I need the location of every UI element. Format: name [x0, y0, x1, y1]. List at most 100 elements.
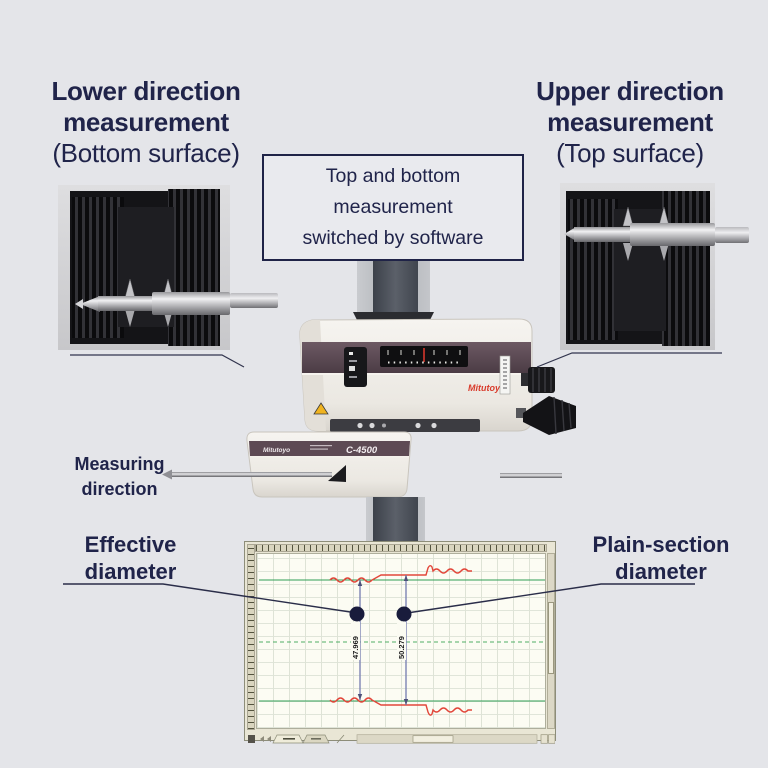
plain-line2: diameter — [615, 559, 707, 584]
knob-shaft-lower — [516, 408, 526, 418]
heading-upper-line3: (Top surface) — [556, 138, 704, 168]
chart-left-ruler — [247, 544, 255, 730]
software-note-box: Top and bottom measurement switched by s… — [262, 154, 524, 261]
side-label-marks — [503, 359, 507, 389]
warning-icon — [313, 402, 329, 415]
chart-plot-svg: 47.969 50.279 — [259, 565, 545, 716]
panel-mark-1 — [349, 360, 357, 362]
stylus-arm-tip — [162, 469, 172, 480]
stylus-rod-tip — [80, 296, 100, 312]
drive-unit-stripe — [249, 441, 410, 456]
corner-button-2 — [548, 734, 556, 744]
dim1-label-bg — [351, 622, 360, 660]
note-line3: switched by software — [302, 227, 484, 249]
effective-line2: diameter — [84, 559, 177, 584]
corner-button-1 — [540, 734, 548, 744]
plain-section-diameter-label: Plain-section diameter — [566, 531, 756, 585]
model-number: C-4500 — [346, 445, 378, 456]
note-line2: measurement — [333, 196, 453, 218]
knob-shaft-upper — [521, 373, 529, 386]
photo-upper-measurement — [560, 183, 715, 350]
arm-mount-cone — [328, 465, 346, 482]
lower-profile-trace — [329, 697, 472, 716]
tab-divider — [336, 734, 345, 744]
side-label-tag — [499, 355, 511, 395]
heading-upper-direction: Upper direction measurement (Top surface… — [500, 76, 760, 169]
heading-lower-line1: Lower direction — [51, 76, 241, 106]
band-button-2 — [369, 422, 375, 429]
heading-upper-line2: measurement — [547, 107, 713, 137]
stripe-highlight — [302, 373, 531, 375]
thread-ribs-right — [662, 191, 710, 346]
dim2-arrow-bottom — [403, 699, 409, 705]
dim2-value: 50.279 — [397, 636, 406, 659]
stylus-rod-rear — [630, 223, 715, 246]
measuring-direction-label: Measuring direction — [52, 452, 187, 502]
vertical-scrollbar-thumb — [548, 602, 554, 674]
tab-nav-arrows — [260, 736, 271, 742]
chart-top-ruler — [255, 544, 547, 552]
rear-rod — [500, 473, 562, 478]
stylus-tip-up-1 — [622, 206, 634, 227]
dim2-arrow-top — [403, 575, 409, 581]
dim1-value: 47.969 — [351, 636, 360, 659]
dim2-label-bg — [397, 622, 406, 660]
traverse-band — [330, 419, 480, 432]
chart-vertical-scrollbar — [547, 553, 555, 729]
stylus-tip-down-1 — [125, 309, 135, 327]
heading-lower-line2: measurement — [63, 107, 229, 137]
dim1-arrow-bottom — [357, 694, 363, 700]
measurement-software-screenshot: 47.969 50.279 — [244, 541, 556, 744]
stylus-arm — [170, 472, 332, 477]
column-lower-inner — [373, 497, 418, 545]
photo-lower-svg — [58, 185, 230, 350]
stylus-tip-down-2 — [659, 243, 669, 261]
stylus-tip-down-1 — [623, 243, 633, 261]
chart-plot-area: 47.969 50.279 — [256, 553, 546, 729]
brand-logo-head: Mitutoyo — [468, 383, 506, 393]
effective-diameter-label: Effective diameter — [48, 531, 213, 585]
thread-ribs-left — [72, 197, 124, 338]
thread-ribs-left — [568, 199, 618, 340]
heading-lower-direction: Lower direction measurement (Bottom surf… — [16, 76, 276, 169]
photo-upper-svg — [560, 183, 715, 350]
drive-fine-text-1 — [310, 445, 332, 447]
heading-lower-line3: (Bottom surface) — [52, 138, 240, 168]
photo-lower-measurement — [58, 185, 230, 350]
knob-ribs-lower — [553, 396, 572, 435]
band-button-1 — [357, 422, 363, 429]
tab-label-mark-1 — [283, 738, 295, 740]
stylus-rod-front — [574, 227, 634, 242]
note-line1: Top and bottom — [325, 165, 461, 187]
band-button-3 — [382, 423, 386, 428]
effective-line1: Effective — [84, 532, 177, 557]
tab-label-mark-2 — [311, 738, 321, 740]
stylus-rod-rear — [152, 292, 230, 315]
control-panel — [344, 347, 367, 387]
panel-button — [349, 366, 355, 371]
upper-profile-trace — [329, 565, 472, 583]
measuring-instrument: Mitutoyo Mitutoyo C-4500 — [162, 258, 576, 545]
column-upper-inner — [373, 258, 418, 322]
band-button-5 — [431, 422, 437, 429]
bottom-bar-svg — [248, 734, 556, 744]
drive-stripe-highlight — [250, 456, 409, 458]
thread-ribs-right — [168, 189, 220, 346]
status-icon — [248, 735, 255, 743]
drive-fine-text-2 — [310, 448, 328, 450]
scale-ticks — [387, 350, 461, 355]
horizontal-scrollbar-thumb — [412, 735, 454, 743]
heading-upper-line1: Upper direction — [536, 76, 724, 106]
chart-bottom-bar — [247, 731, 556, 744]
dim1-arrow-top — [357, 580, 363, 586]
panel-mark-2 — [349, 376, 357, 378]
brand-logo-drive: Mitutoyo — [263, 447, 290, 454]
stylus-rod-extension-left — [230, 293, 278, 308]
stylus-rod-extension-right — [715, 227, 749, 243]
panel-light-1 — [349, 352, 353, 355]
stylus-point — [75, 299, 83, 309]
measuring-direction-line1: Measuring — [74, 454, 165, 474]
stylus-rod-front — [98, 296, 156, 311]
plain-line1: Plain-section — [592, 532, 730, 557]
